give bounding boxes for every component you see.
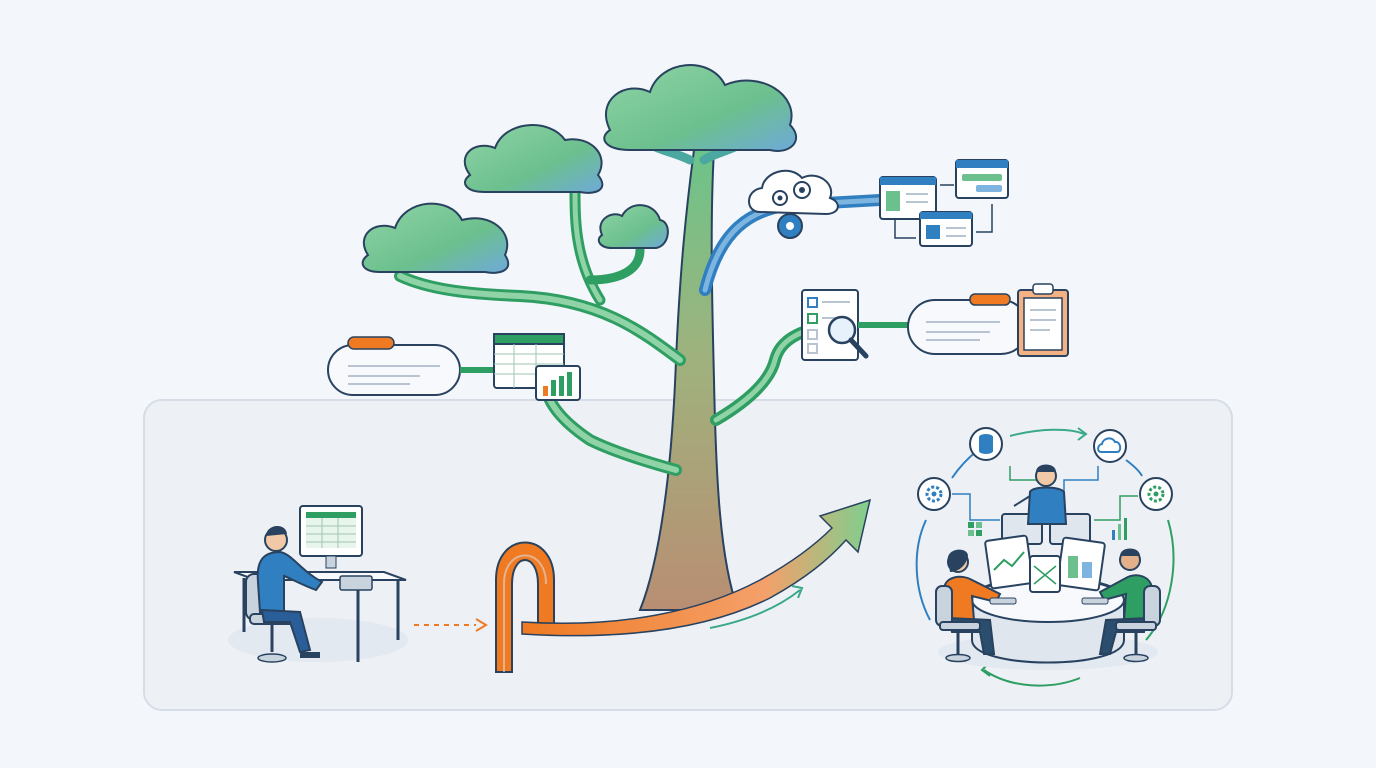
clipboard-icon (1017, 283, 1069, 357)
small-right-canopy (597, 204, 669, 249)
gear-right-icon (1139, 477, 1173, 511)
cloud-automation-node (748, 159, 1009, 247)
orange-arch-icon (495, 541, 555, 673)
cloud-gear-icon (748, 169, 839, 239)
cloud-icon (1093, 429, 1127, 463)
collaboration-table-icon (915, 427, 1175, 687)
bar-chart-icon (535, 365, 581, 401)
database-icon (969, 427, 1003, 461)
gear-left-icon (917, 477, 951, 511)
gradient-growth-arrow-icon (521, 498, 872, 637)
info-pill-left (327, 344, 461, 396)
left-canopy (361, 202, 510, 274)
person-at-desk-icon (228, 505, 408, 663)
window-workflow-icon (879, 159, 1009, 247)
document-review-node (801, 283, 1069, 361)
orange-tag (969, 293, 1011, 306)
upper-left-canopy (463, 124, 604, 194)
monitor-spreadsheet-icon (299, 505, 363, 569)
dashed-arrow-icon (414, 618, 488, 632)
orange-tag (347, 336, 395, 350)
checklist-magnifier-icon (801, 289, 869, 361)
calculator-icon (339, 575, 373, 591)
spreadsheet-chart-node (327, 333, 581, 401)
top-canopy (603, 64, 798, 152)
cycle-arrows-icon (915, 427, 1175, 687)
branch-small-right (585, 245, 645, 285)
info-pill-right (907, 299, 1029, 355)
